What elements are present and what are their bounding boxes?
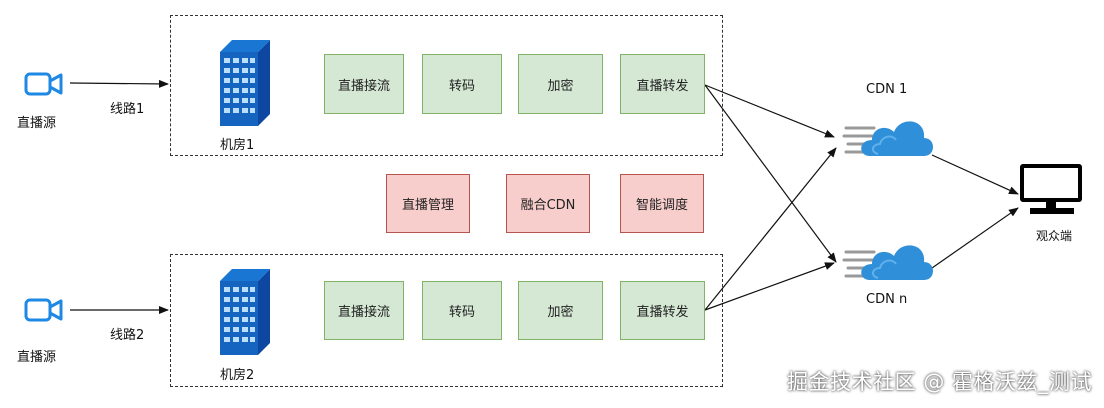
line-label: 线路2 xyxy=(110,328,145,343)
line-label: 线路1 xyxy=(110,102,145,117)
mgmt-smart-scheduling: 智能调度 xyxy=(620,174,704,233)
cdn-label: CDN 1 xyxy=(866,82,908,97)
monitor-icon xyxy=(1020,164,1084,220)
arrow-room1-to-cdnn xyxy=(704,84,837,263)
room-1-container xyxy=(170,15,723,156)
source-label: 直播源 xyxy=(17,350,57,365)
step-transcode: 转码 xyxy=(422,54,502,114)
mgmt-fusion-cdn: 融合CDN xyxy=(506,174,590,233)
arrow-room1-to-cdn1 xyxy=(704,84,835,138)
server-building-icon xyxy=(216,267,272,359)
room-2-container xyxy=(170,254,723,387)
arrow-room2-to-cdn1 xyxy=(704,147,837,311)
step-encrypt: 加密 xyxy=(518,281,603,340)
arrow-cdnn-to-viewer xyxy=(931,207,1019,269)
mgmt-live-management: 直播管理 xyxy=(386,174,470,233)
cloud-icon xyxy=(840,236,936,288)
cloud-icon xyxy=(840,112,936,164)
cdn-label: CDN n xyxy=(866,292,908,307)
arrow-cdn1-to-viewer xyxy=(931,154,1019,195)
camera-icon xyxy=(24,71,64,101)
room-label: 机房1 xyxy=(220,138,255,153)
arrow-source1-to-room1 xyxy=(69,79,169,88)
room-label: 机房2 xyxy=(220,368,255,383)
camera-icon xyxy=(24,297,64,327)
source-label: 直播源 xyxy=(17,116,57,131)
step-forward: 直播转发 xyxy=(620,281,705,340)
step-encrypt: 加密 xyxy=(518,54,603,114)
step-ingest: 直播接流 xyxy=(324,281,404,340)
step-forward: 直播转发 xyxy=(620,54,705,114)
watermark-text: 掘金技术社区 @ 霍格沃兹_测试 xyxy=(787,370,1092,394)
arrow-room2-to-cdnn xyxy=(704,262,835,311)
viewer-label: 观众端 xyxy=(1036,229,1073,243)
step-ingest: 直播接流 xyxy=(324,54,404,114)
server-building-icon xyxy=(216,38,272,130)
step-transcode: 转码 xyxy=(422,281,502,340)
